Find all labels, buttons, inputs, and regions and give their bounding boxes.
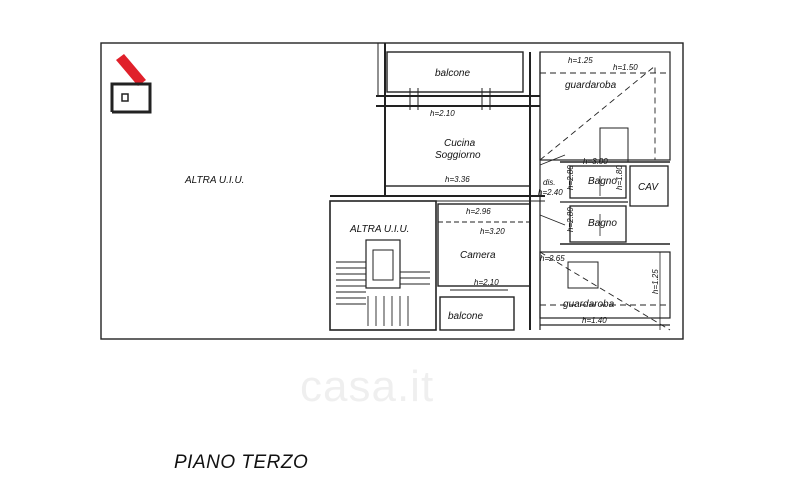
plan-outer-border: [100, 42, 684, 340]
height-h320: h=3.20: [480, 227, 505, 236]
label-altra-uiu-left: ALTRA U.I.U.: [184, 175, 244, 186]
height-h125-top: h=1.25: [568, 56, 593, 65]
label-guardaroba-top: guardaroba: [565, 80, 617, 91]
height-h265: h=2.65: [540, 254, 565, 263]
label-guardaroba-bottom: guardaroba: [563, 299, 615, 310]
height-h150: h=1.50: [613, 63, 638, 72]
label-dis: dis.: [543, 178, 555, 187]
label-cav: CAV: [638, 182, 659, 193]
height-h210-top: h=2.10: [430, 109, 455, 118]
height-h280-a: h=2.80: [566, 165, 575, 190]
label-bagno-2: Bagno: [588, 218, 617, 229]
label-altra-uiu-stair: ALTRA U.I.U.: [349, 224, 409, 235]
watermark: casa.it: [300, 362, 435, 411]
height-h140: h=1.40: [582, 316, 607, 325]
height-h210-bottom: h=2.10: [474, 278, 499, 287]
label-camera: Camera: [460, 250, 496, 261]
label-soggiorno: Soggiorno: [435, 150, 481, 161]
height-h296: h=2.96: [466, 207, 491, 216]
floor-title: PIANO TERZO: [174, 452, 309, 473]
label-cucina: Cucina: [444, 138, 476, 149]
label-balcone-bottom: balcone: [448, 311, 483, 322]
height-h240: h=2.40: [538, 188, 563, 197]
height-h300: h=3.00: [583, 157, 608, 166]
height-h336: h=3.36: [445, 175, 470, 184]
label-bagno-1: Bagno: [588, 176, 617, 187]
logo-icon: [110, 54, 152, 114]
height-h125-right: h=1.25: [651, 269, 660, 294]
label-balcone-top: balcone: [435, 68, 470, 79]
height-h280-b: h=2.80: [566, 207, 575, 232]
height-h180: h=1.80: [615, 165, 624, 190]
